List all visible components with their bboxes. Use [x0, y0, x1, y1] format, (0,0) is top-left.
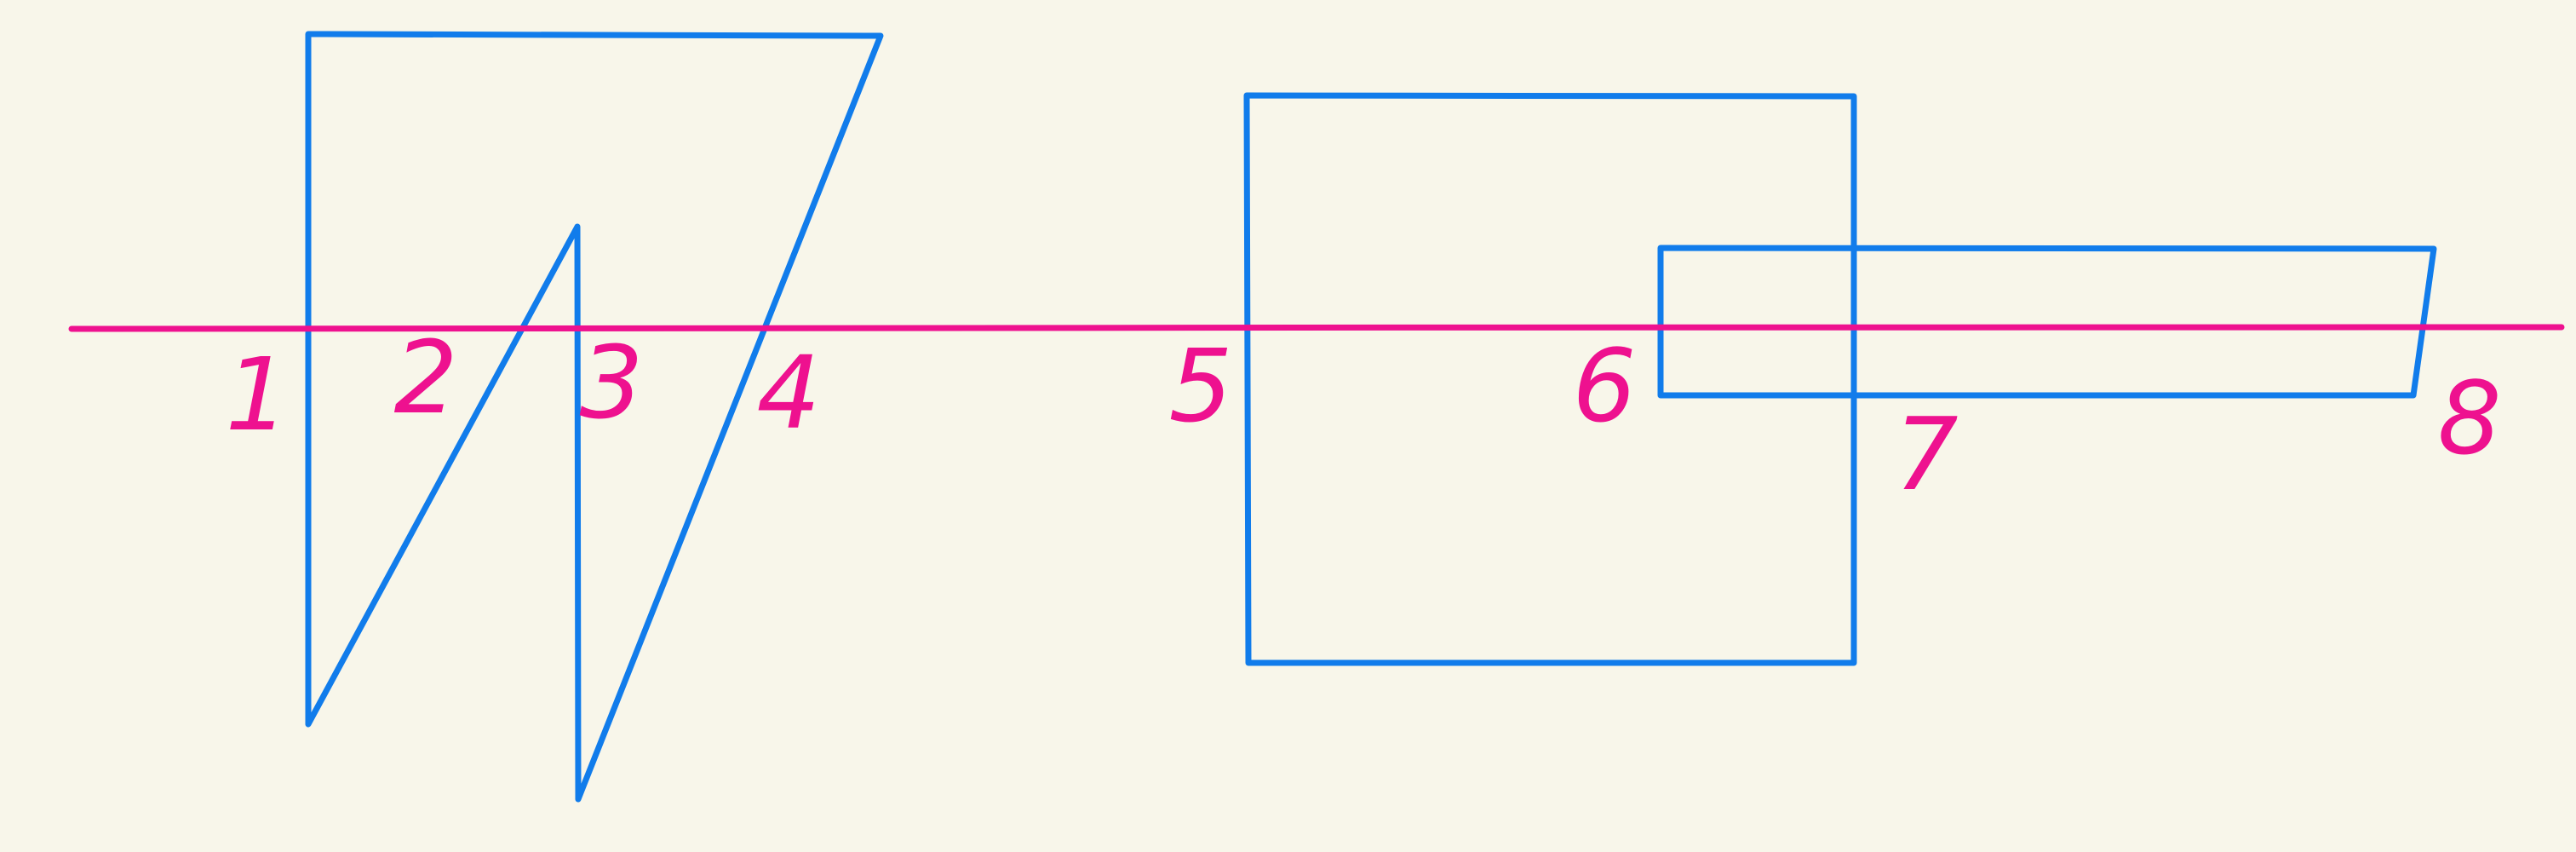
long-rectangle-shape — [1657, 245, 2437, 399]
large-square-shape — [1243, 92, 1857, 666]
left-trapezoid-shape — [305, 31, 884, 803]
crossing-label-2: 2 — [393, 319, 457, 436]
crossing-label-1: 1 — [225, 336, 289, 453]
horizontal-crossing-line — [68, 324, 2565, 332]
crossing-label-6: 6 — [1572, 327, 1636, 445]
crossing-label-3: 3 — [579, 324, 643, 441]
crossing-label-4: 4 — [756, 334, 820, 452]
crossing-labels: 1 2 3 4 5 6 7 8 — [225, 319, 2501, 513]
crossing-label-5: 5 — [1168, 327, 1232, 445]
crossing-label-7: 7 — [1894, 395, 1958, 513]
crossing-label-8: 8 — [2437, 360, 2501, 477]
blue-shapes — [305, 31, 2437, 803]
